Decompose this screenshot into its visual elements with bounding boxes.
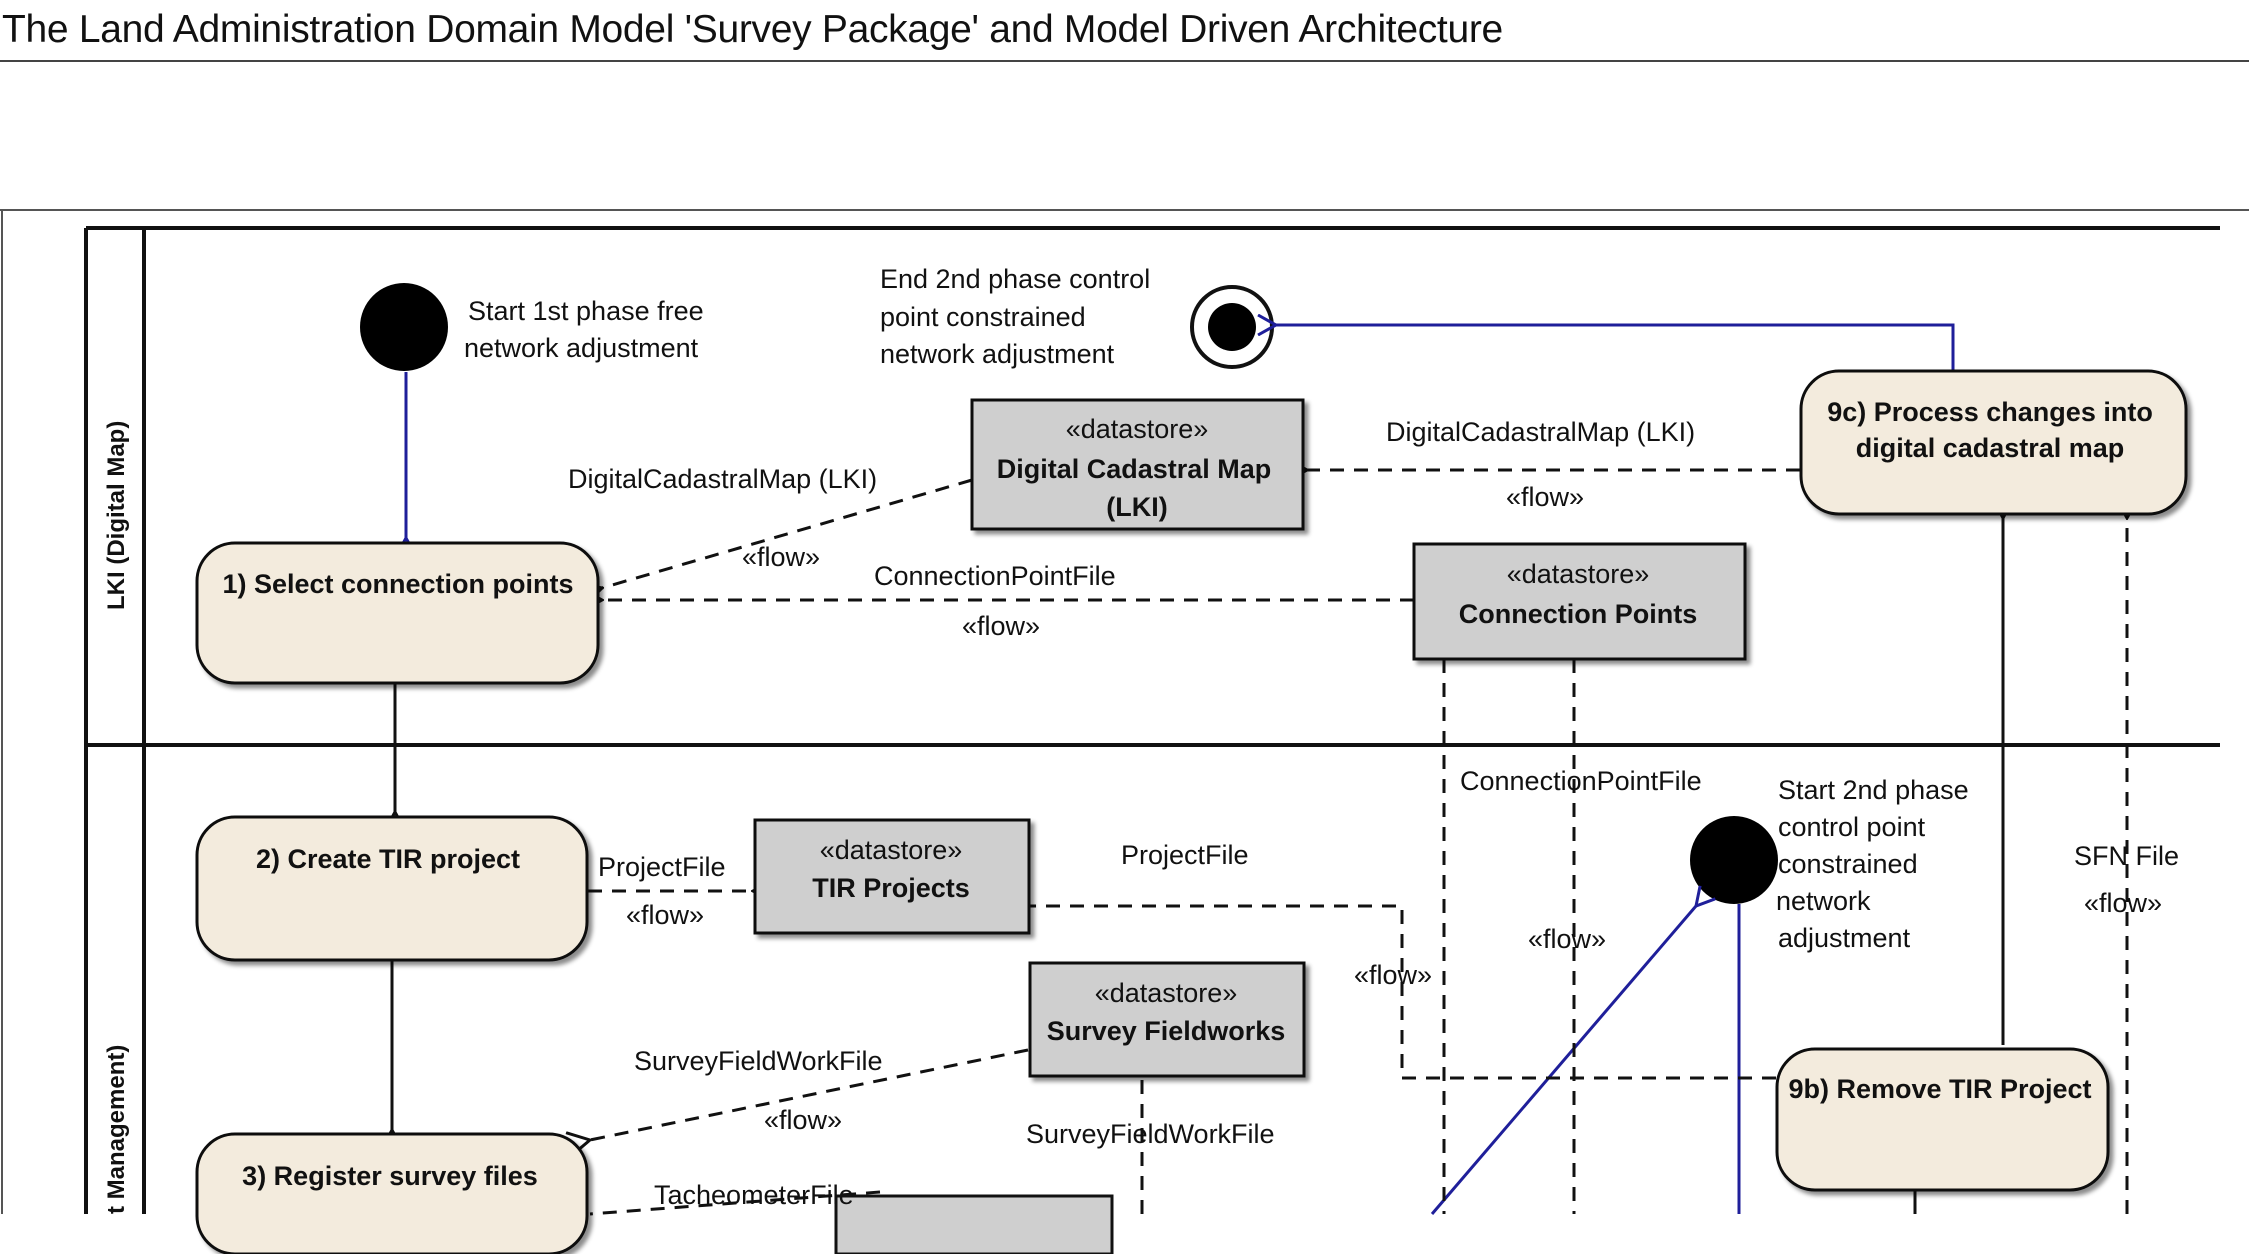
initial-node-1st-phase [360, 283, 448, 371]
flow-stereo-a2-to-tir: «flow» [626, 900, 704, 930]
end2-label-line1: End 2nd phase control [880, 264, 1150, 294]
datastore-survey-fieldworks[interactable]: «datastore» Survey Fieldworks [1028, 961, 1306, 1078]
start2-label-line2: control point [1778, 812, 1926, 842]
datastore-cp-stereotype: «datastore» [1507, 559, 1650, 589]
flow-stereo-a9c-to-dcm: «flow» [1506, 482, 1584, 512]
object-flow-tacheo [589, 1190, 881, 1216]
flow-label-cp-down: ConnectionPointFile [1460, 766, 1702, 796]
start2-label-line3: constrained [1778, 849, 1918, 879]
action-remove-tir-project[interactable]: 9b) Remove TIR Project [1775, 1047, 2110, 1192]
action3-label: 3) Register survey files [242, 1161, 538, 1191]
control-flow-to-start2 [1430, 906, 1696, 1215]
flow-label-tacheo: TacheometerFile [654, 1180, 854, 1210]
datastore-dcm-name-line2: (LKI) [1106, 492, 1167, 522]
flow-stereo-cp-to-a1: «flow» [962, 611, 1040, 641]
end2-label-line3: network adjustment [880, 339, 1115, 369]
object-flow-sfw-to-a3 [590, 1048, 1029, 1140]
flow-label-sfn: SFN File [2074, 841, 2179, 871]
flow-label-cp-to-a1: ConnectionPointFile [874, 561, 1116, 591]
flow-label-sfw-to-a3: SurveyFieldWorkFile [634, 1046, 883, 1076]
datastore-cp-name: Connection Points [1459, 599, 1698, 629]
flow-label-a2-to-tir: ProjectFile [598, 852, 726, 882]
control-flows-black [392, 518, 2003, 1214]
object-flow-dcm-to-a1 [602, 478, 973, 588]
start2-label-line5: adjustment [1778, 923, 1911, 953]
final-node-2nd-phase [1190, 285, 1274, 369]
start2-label-line1: Start 2nd phase [1778, 775, 1969, 805]
action-register-survey-files[interactable]: 3) Register survey files [195, 1132, 589, 1254]
lane-label-lki: LKI (Digital Map) [103, 421, 130, 610]
action-create-tir-project[interactable]: 2) Create TIR project [195, 815, 589, 962]
object-flow-to-tir [1030, 906, 1776, 1080]
initial-node-2nd-phase [1690, 816, 1778, 904]
datastore-partial-bottom [834, 1194, 1114, 1254]
title-rule [0, 60, 2249, 62]
end2-label-line2: point constrained [880, 302, 1086, 332]
action-process-changes[interactable]: 9c) Process changes into digital cadastr… [1799, 369, 2188, 516]
datastore-sfw-name: Survey Fieldworks [1047, 1016, 1286, 1046]
datastore-connection-points[interactable]: «datastore» Connection Points [1412, 542, 1747, 661]
start1-label-line1: Start 1st phase free [468, 296, 704, 326]
action9b-label: 9b) Remove TIR Project [1788, 1074, 2091, 1104]
flow-stereo-to-tir: «flow» [1354, 960, 1432, 990]
action9c-label-line1: 9c) Process changes into [1827, 397, 2153, 427]
control-flow-a9c-to-final [1276, 325, 1955, 370]
diagram-frame [0, 209, 2249, 1214]
datastore-sfw-stereotype: «datastore» [1095, 978, 1238, 1008]
flow-label-sfw-down: SurveyFieldWorkFile [1026, 1119, 1275, 1149]
datastore-digital-cadastral-map[interactable]: «datastore» Digital Cadastral Map (LKI) [970, 398, 1305, 531]
start2-label-line4: network [1776, 886, 1871, 916]
flow-label-dcm-to-a1: DigitalCadastralMap (LKI) [568, 464, 877, 494]
datastore-tir-projects[interactable]: «datastore» TIR Projects [753, 818, 1031, 935]
datastore-tir-name: TIR Projects [812, 873, 970, 903]
action2-label: 2) Create TIR project [256, 844, 520, 874]
datastore-dcm-stereotype: «datastore» [1066, 414, 1209, 444]
start1-label-line2: network adjustment [464, 333, 699, 363]
flow-label-a9c-to-dcm: DigitalCadastralMap (LKI) [1386, 417, 1695, 447]
flow-stereo-sfw-to-a3: «flow» [764, 1105, 842, 1135]
action-select-connection-points[interactable]: 1) Select connection points [195, 541, 600, 685]
datastore-dcm-name-line1: Digital Cadastral Map [997, 454, 1272, 484]
action1-label: 1) Select connection points [222, 569, 573, 599]
flow-stereo-cp-down: «flow» [1528, 924, 1606, 954]
lane-label-management: t Management) [103, 1045, 130, 1214]
flow-label-to-tir: ProjectFile [1121, 840, 1249, 870]
action9c-label-line2: digital cadastral map [1856, 433, 2125, 463]
datastore-tir-stereotype: «datastore» [820, 835, 963, 865]
object-flows [588, 470, 2127, 1216]
flow-stereo-dcm-to-a1: «flow» [742, 542, 820, 572]
control-flows [406, 325, 1955, 1215]
page-title: The Land Administration Domain Model 'Su… [2, 8, 1503, 51]
flow-stereo-sfn: «flow» [2084, 888, 2162, 918]
